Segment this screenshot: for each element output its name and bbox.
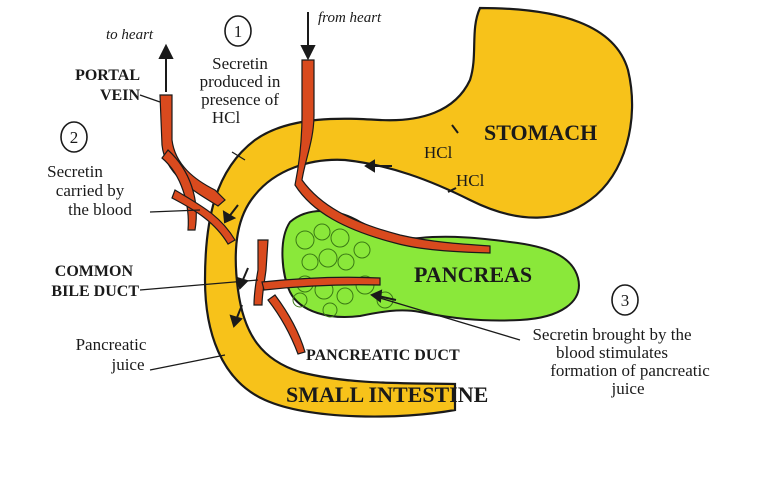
step-2-marker: 2	[60, 121, 88, 153]
flow-arrows	[222, 124, 459, 328]
hcl-label-2: HCl	[456, 171, 485, 190]
leader-lines	[139, 94, 521, 371]
common-bile-duct-label-line2: BILE DUCT	[51, 283, 139, 300]
step-2-number: 2	[70, 128, 79, 147]
pancreatic-juice-label-line1: Pancreatic	[76, 335, 147, 354]
to-heart-label: to heart	[106, 27, 154, 43]
step-1-label-line1: Secretin	[212, 54, 268, 73]
stomach-intestine-shape	[203, 6, 634, 418]
step-3-label-line4: juice	[610, 379, 644, 398]
artery-vessel	[294, 59, 491, 254]
step-2-label-line1: Secretin	[47, 162, 103, 181]
step-3-label-line3: formation of pancreatic	[550, 361, 710, 380]
step-1-label-line2: produced in	[200, 72, 281, 91]
hcl-label-1: HCl	[424, 143, 453, 162]
common-bile-duct-label-line1: COMMON	[55, 263, 134, 280]
pancreatic-duct-vessel	[261, 276, 381, 291]
step-2-label-line2: carried by	[56, 181, 125, 200]
portal-vein-label-line1: PORTAL	[75, 67, 140, 84]
step-3-number: 3	[621, 291, 630, 310]
stomach-label: STOMACH	[484, 120, 597, 145]
step-1-label-line4: HCl	[212, 108, 241, 127]
step-2-label-line3: the blood	[68, 200, 132, 219]
step-3-label-line1: Secretin brought by the	[532, 325, 691, 344]
blood-flow-arrows	[158, 12, 316, 92]
step-1-label-line3: presence of	[201, 90, 279, 109]
step-1-marker: 1	[224, 15, 252, 47]
pancreatic-juice-label-line2: juice	[110, 355, 144, 374]
common-bile-duct-vessel	[253, 239, 269, 306]
step-3-label-line2: blood stimulates	[556, 343, 668, 362]
pancreas-label: PANCREAS	[414, 262, 532, 287]
small-intestine-label: SMALL INTESTINE	[286, 382, 488, 407]
from-heart-label: from heart	[318, 10, 382, 26]
step-3-marker: 3	[611, 284, 639, 316]
step-1-number: 1	[234, 22, 243, 41]
portal-vein-label-line2: VEIN	[100, 87, 140, 104]
pancreatic-duct-label: PANCREATIC DUCT	[306, 347, 460, 364]
